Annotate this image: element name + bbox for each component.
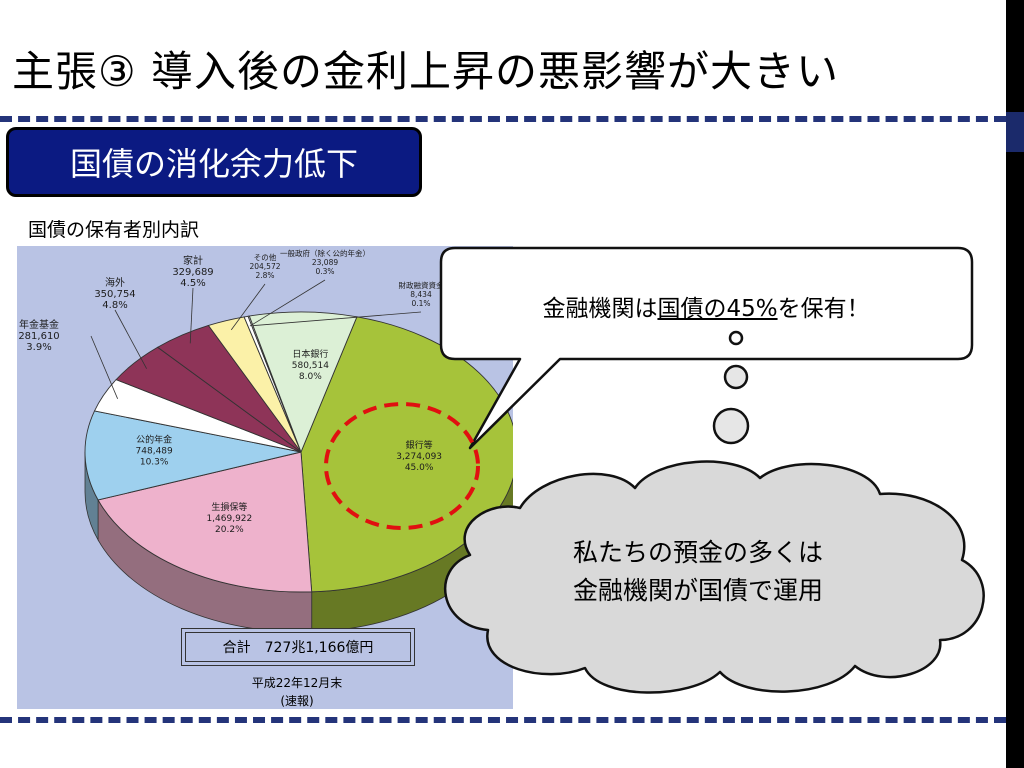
slide-title: 主張③ 導入後の金利上昇の悪影響が大きい bbox=[12, 47, 840, 96]
speech-text-before: 金融機関は bbox=[542, 296, 658, 322]
pie-slice bbox=[84, 410, 302, 501]
pie-leader-line bbox=[90, 335, 118, 399]
thought-cloud-text: 私たちの預金の多くは 金融機関が国債で運用 bbox=[478, 534, 918, 610]
thought-cloud-line-1: 私たちの預金の多くは bbox=[572, 538, 823, 567]
pie-leader-line bbox=[252, 311, 422, 327]
chart-total-box: 合計 727兆1,166億円 bbox=[185, 632, 411, 662]
speech-text-underlined: 国債の45% bbox=[657, 296, 778, 322]
chart-date-note: (速報) bbox=[280, 694, 314, 708]
chart-caption: 国債の保有者別内訳 bbox=[28, 219, 200, 241]
thought-cloud-line-2: 金融機関が国債で運用 bbox=[572, 576, 823, 605]
pie-slice bbox=[248, 311, 358, 454]
pie-leader-line bbox=[189, 287, 194, 344]
pie-leader-line bbox=[114, 309, 147, 369]
speech-text-after: を保有！ bbox=[777, 296, 870, 322]
thought-dot-medium bbox=[723, 364, 749, 390]
speech-bubble bbox=[439, 246, 974, 450]
chart-date-label: 平成22年12月末 bbox=[251, 676, 343, 690]
speech-bubble-text: 金融機関は国債の45%を保有！ bbox=[456, 289, 956, 323]
right-edge-accent bbox=[1006, 112, 1024, 152]
section-badge: 国債の消化余力低下 bbox=[6, 127, 422, 197]
thought-dot-large bbox=[712, 407, 750, 445]
thought-dot-small bbox=[728, 330, 744, 346]
pie-leader-line bbox=[230, 283, 266, 331]
bottom-dashed-rule bbox=[0, 717, 1006, 723]
pie-leader-line bbox=[249, 279, 326, 327]
chart-date: 平成22年12月末 (速報) bbox=[213, 674, 381, 710]
right-edge-bar bbox=[1006, 0, 1024, 768]
pie-slice bbox=[97, 451, 313, 593]
top-dashed-rule bbox=[0, 116, 1006, 122]
